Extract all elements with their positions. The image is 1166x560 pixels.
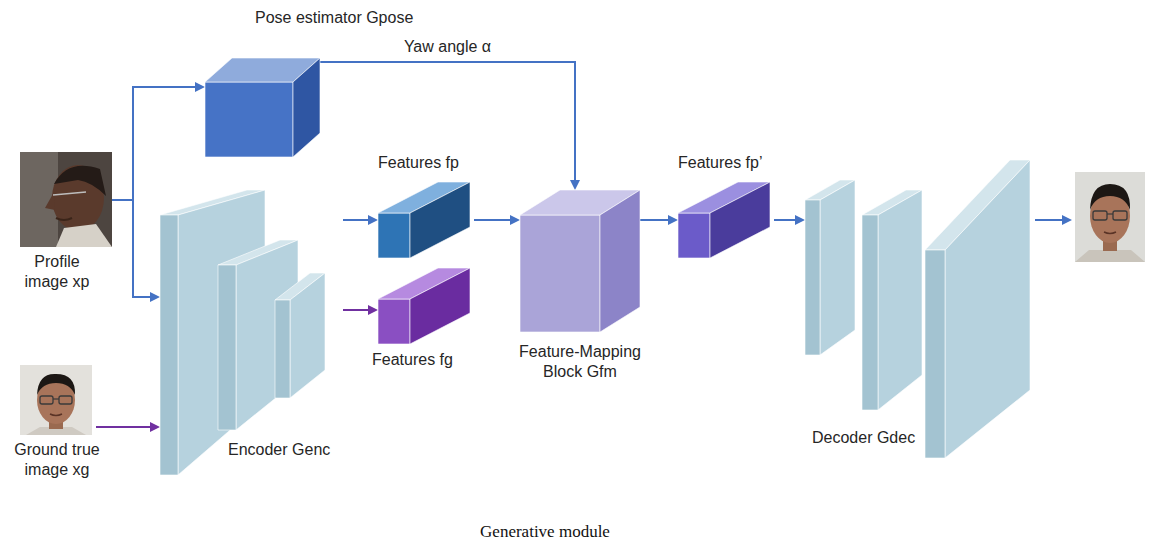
- block-face: [600, 190, 640, 332]
- block-shape: [520, 190, 640, 332]
- arrow-head: [668, 215, 678, 225]
- node-label: Features fg: [372, 350, 453, 370]
- block-face: [862, 215, 878, 410]
- block-face: [945, 160, 1030, 458]
- node-label: Encoder Genc: [228, 440, 330, 460]
- arrow-head: [150, 422, 160, 432]
- connector-arrow: [640, 215, 678, 225]
- connector-line: [96, 426, 152, 428]
- block-shape: [160, 190, 325, 475]
- connector-line: [343, 309, 370, 311]
- arrow-head: [368, 305, 378, 315]
- ground-truth-photo: [20, 365, 92, 435]
- arrow-head: [195, 82, 205, 92]
- block-face: [218, 265, 236, 430]
- block-face: [520, 215, 600, 332]
- connector-line: [774, 219, 797, 221]
- feature-tensor: Features fg: [378, 268, 470, 344]
- connector-line: [112, 87, 197, 200]
- connector-arrow: [343, 305, 378, 315]
- node-label: Profile image xp: [12, 252, 102, 292]
- connector-arrow: [474, 215, 520, 225]
- encoder-block: Encoder Genc: [160, 190, 325, 475]
- figure-caption: Generative module: [480, 522, 610, 542]
- block-shape: [805, 160, 1030, 458]
- arrow-head: [368, 215, 378, 225]
- node-label: Ground true image xg: [7, 440, 107, 480]
- connector-arrow: [96, 422, 160, 432]
- arrow-head: [510, 215, 520, 225]
- connector-arrow: [112, 200, 160, 302]
- block-face: [378, 213, 410, 258]
- connector-line: [640, 219, 670, 221]
- node-label: Features fp’: [678, 153, 762, 173]
- decoder-block: Decoder Gdec: [805, 160, 1030, 458]
- profile-photo: [20, 152, 112, 247]
- block-face: [293, 58, 320, 157]
- block-face: [160, 215, 178, 475]
- connector-arrow: [320, 62, 580, 190]
- block-face: [878, 190, 922, 410]
- feature-tensor: Features fp’: [678, 182, 770, 258]
- block-face: [410, 182, 470, 258]
- arrow-head: [570, 180, 580, 190]
- block-face: [805, 200, 820, 355]
- block-face: [820, 180, 855, 355]
- feature-tensor: Features fp: [378, 182, 470, 258]
- connector-arrow: [774, 215, 805, 225]
- block-shape: [205, 58, 320, 157]
- node-label: Features fp: [378, 153, 459, 173]
- feature-mapping-cube: Feature-Mapping Block Gfm: [520, 190, 640, 332]
- block-shape: [378, 182, 470, 258]
- block-face: [275, 300, 290, 398]
- connector-line: [320, 62, 575, 182]
- input-image: Profile image xp: [20, 152, 112, 247]
- block-face: [678, 213, 710, 258]
- pose-estimator-cube: Pose estimator Gpose: [205, 58, 320, 157]
- input-image: Ground true image xg: [20, 365, 92, 435]
- node-label: Feature-Mapping Block Gfm: [505, 342, 655, 382]
- connector-arrow: [112, 82, 205, 200]
- node-label: Pose estimator Gpose: [255, 8, 413, 28]
- connector-arrow: [343, 215, 378, 225]
- output-photo: [1075, 172, 1145, 262]
- block-face: [410, 268, 470, 344]
- block-face: [205, 82, 293, 157]
- block-shape: [378, 268, 470, 344]
- connector-line: [112, 200, 152, 297]
- block-face: [925, 250, 945, 458]
- arrow-head: [150, 292, 160, 302]
- output-arrow: [1035, 215, 1072, 225]
- block-face: [236, 240, 298, 430]
- edge-label: Yaw angle α: [402, 37, 493, 57]
- block-face: [290, 273, 325, 398]
- block-shape: [678, 182, 770, 258]
- arrow-head: [795, 215, 805, 225]
- node-label: Decoder Gdec: [812, 428, 915, 448]
- block-face: [710, 182, 770, 258]
- connector-line: [343, 219, 370, 221]
- connector-line: [474, 219, 512, 221]
- block-face: [378, 299, 410, 344]
